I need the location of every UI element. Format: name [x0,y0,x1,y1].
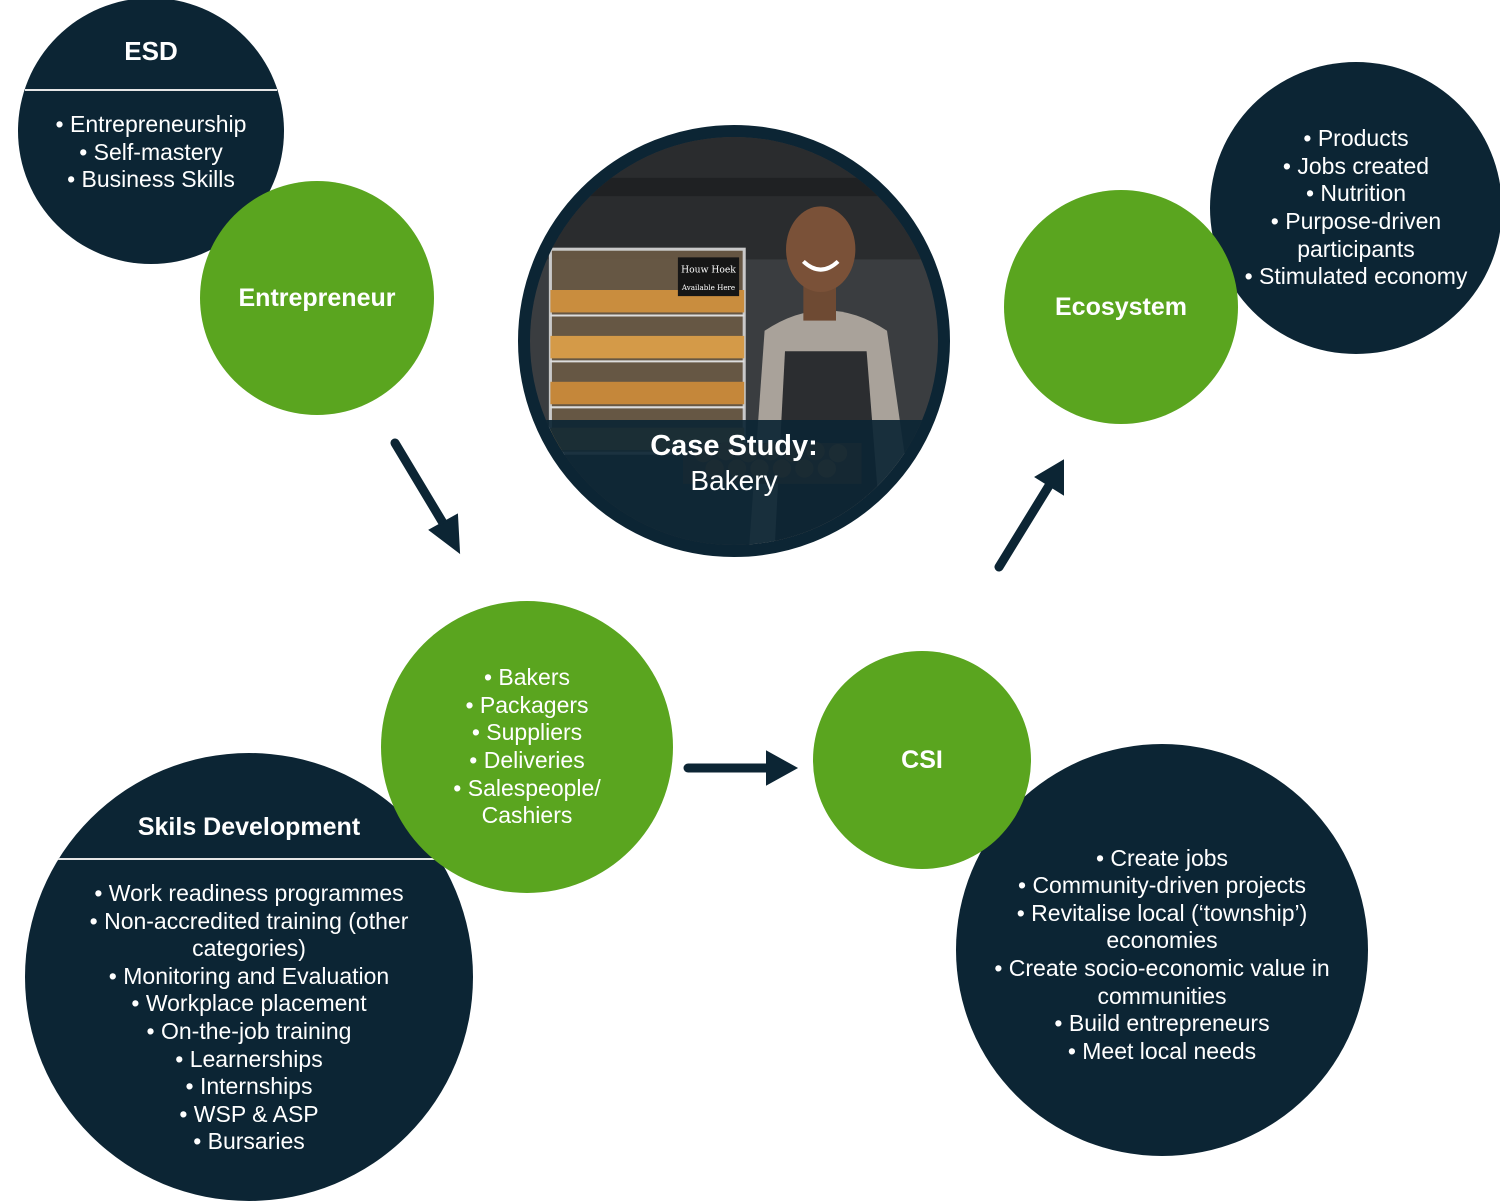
skills-development-circle: Skils Development • Work readiness progr… [25,753,473,1201]
csi-circle: CSI [813,651,1031,869]
skills-item: • Learnerships [175,1045,323,1072]
roles-item: • Bakers [483,664,571,691]
esd-list: • Entrepreneurship • Self-mastery • Busi… [56,111,247,194]
csi-title: CSI [901,745,943,774]
case-study-title: Case Study: [650,430,818,462]
case-study-caption: Case Study: Bakery [530,420,938,545]
ecosystem-title: Ecosystem [1054,292,1188,321]
esd-title: ESD [124,36,178,66]
skills-item: • On-the-job training [146,1017,352,1044]
ecosystem-item: • Purpose-driven participants [1270,208,1442,262]
esd-item: • Entrepreneurship [55,111,247,137]
ecosystem-list: • Products • Jobs created • Nutrition • … [1210,125,1500,291]
csi-details-circle: • Create jobs • Community-driven project… [956,744,1368,1156]
arrow-csi-to-ecosystem [994,459,1064,572]
skills-item: • Bursaries [193,1128,305,1155]
skills-item: • Internships [185,1073,313,1100]
skills-item: • Workplace placement [131,990,367,1017]
csi-item: • Create jobs [1095,844,1229,871]
esd-item: • Business Skills [67,166,235,193]
ecosystem-item: • Stimulated economy [1244,263,1468,290]
csi-item: • Meet local needs [1067,1037,1257,1064]
esd-divider [25,89,277,91]
esd-item: • Self-mastery [79,138,223,165]
sign-text-2: Available Here [681,283,735,292]
arrow-roles-to-csi [683,750,799,786]
roles-circle: • Bakers • Packagers • Suppliers • Deliv… [381,601,673,893]
skills-list: • Work readiness programmes • Non-accred… [25,880,473,1156]
skills-divider [29,858,469,860]
csi-list: • Create jobs • Community-driven project… [956,845,1368,1066]
entrepreneur-circle: Entrepreneur [200,181,434,415]
roles-item: • Salespeople/ Cashiers [453,774,601,829]
ecosystem-item: • Jobs created [1282,152,1430,179]
csi-item: • Create socio-economic value in communi… [994,955,1330,1009]
ecosystem-item: • Nutrition [1305,180,1407,207]
ecosystem-item: • Products [1303,125,1409,152]
skills-item: • WSP & ASP [179,1100,319,1127]
csi-item: • Build entrepreneurs [1054,1010,1270,1037]
ecosystem-circle: Ecosystem [1004,190,1238,424]
case-study-subtitle: Bakery [690,465,778,496]
roles-item: • Deliveries [469,747,585,773]
case-study-circle: Houw Hoek Available Here Case Study: Bak… [518,125,950,557]
csi-item: • Community-driven projects [1018,872,1306,899]
arrow-entrepreneur-to-roles [390,438,461,555]
roles-item: • Packagers [465,691,589,718]
skills-item: • Work readiness programmes [94,880,404,906]
roles-list: • Bakers • Packagers • Suppliers • Deliv… [437,664,617,830]
csi-item: • Revitalise local (‘township’) economie… [1016,899,1308,954]
ecosystem-details-circle: • Products • Jobs created • Nutrition • … [1210,62,1500,354]
roles-item: • Suppliers [471,719,583,746]
skills-item: • Monitoring and Evaluation [108,962,390,989]
sign-text-1: Houw Hoek [681,265,736,276]
skills-development-title: Skils Development [137,813,361,841]
entrepreneur-title: Entrepreneur [238,283,396,312]
bakery-photo: Houw Hoek Available Here [530,137,938,545]
skills-item: • Non-accredited training (other categor… [89,907,409,962]
esd-circle: ESD • Entrepreneurship • Self-mastery • … [18,0,284,264]
